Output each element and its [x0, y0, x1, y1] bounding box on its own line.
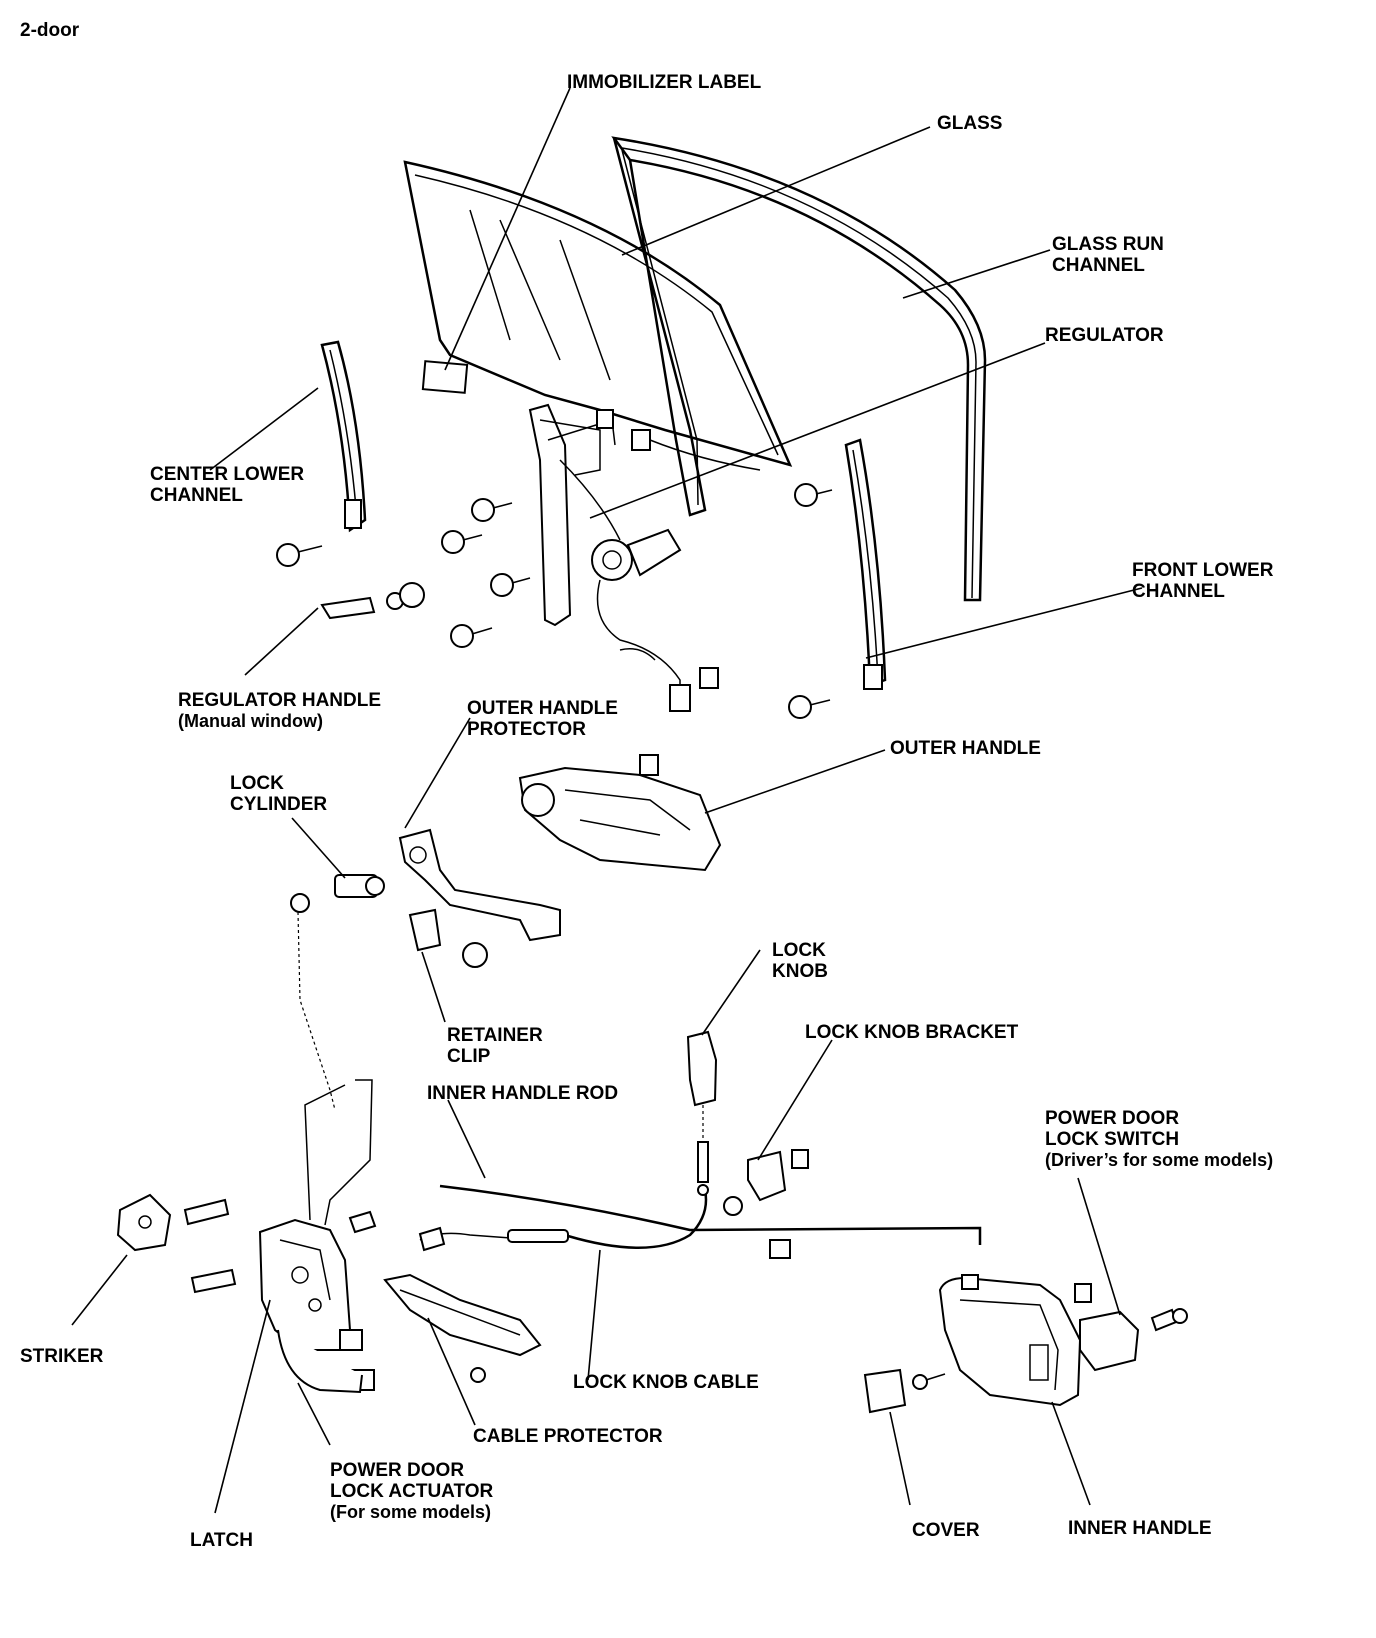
label-glass-run-channel-line1: GLASS RUN: [1052, 234, 1164, 255]
label-inner-handle: INNER HANDLE: [1068, 1518, 1212, 1539]
label-outer-handle-protector-line1: OUTER HANDLE: [467, 698, 618, 719]
immobilizer-label-part: [421, 360, 469, 394]
cable-protector-part: [383, 1273, 542, 1383]
label-center-lower-channel-line1: CENTER LOWER: [150, 464, 305, 485]
label-power-door-lock-switch-line3: (Driver’s for some models): [1045, 1150, 1274, 1170]
center-lower-channel-part: [320, 340, 367, 533]
leader-lines: [71, 87, 1143, 1514]
inner-handle-part: [938, 1274, 1082, 1407]
label-regulator-handle: REGULATOR HANDLE (Manual window): [178, 690, 381, 732]
outer-handle-part: [518, 754, 722, 872]
label-inner-handle-rod: INNER HANDLE ROD: [427, 1083, 619, 1104]
label-center-lower-channel-line2: CHANNEL: [150, 485, 243, 506]
striker-part: [116, 1193, 237, 1294]
front-lower-channel-part: [844, 438, 887, 690]
glass-run-channel-part: [611, 136, 987, 602]
label-power-door-lock-switch: POWER DOOR LOCK SWITCH (Driver’s for som…: [1045, 1108, 1273, 1171]
regulator-handle-part: [320, 582, 425, 620]
label-lock-knob-bracket: LOCK KNOB BRACKET: [805, 1022, 1019, 1043]
label-cover: COVER: [912, 1520, 980, 1541]
lock-cylinder-part: [290, 874, 385, 913]
label-front-lower-channel: FRONT LOWER CHANNEL: [1132, 560, 1273, 602]
label-striker: STRIKER: [20, 1346, 104, 1367]
label-lock-knob-line2: KNOB: [772, 961, 828, 982]
label-retainer-clip-line2: CLIP: [447, 1046, 491, 1067]
label-regulator-handle-line2: (Manual window): [178, 711, 323, 731]
label-glass-run-channel: GLASS RUN CHANNEL: [1052, 234, 1164, 276]
diagram-title: 2-door: [20, 20, 80, 41]
label-center-lower-channel: CENTER LOWER CHANNEL: [150, 464, 304, 506]
label-retainer-clip-line1: RETAINER: [447, 1025, 543, 1046]
label-lock-cylinder-line2: CYLINDER: [230, 794, 328, 815]
label-lock-knob: LOCK KNOB: [772, 940, 828, 982]
lock-knob-cable-part: [418, 1189, 708, 1252]
label-lock-cylinder-line1: LOCK: [230, 773, 284, 794]
label-power-door-lock-actuator: POWER DOOR LOCK ACTUATOR (For some model…: [330, 1460, 493, 1523]
label-latch: LATCH: [190, 1530, 253, 1551]
label-front-lower-channel-line1: FRONT LOWER: [1132, 560, 1274, 581]
label-outer-handle-protector: OUTER HANDLE PROTECTOR: [467, 698, 618, 740]
label-glass: GLASS: [937, 113, 1003, 134]
label-immobilizer-label: IMMOBILIZER LABEL: [567, 72, 762, 93]
label-front-lower-channel-line2: CHANNEL: [1132, 581, 1225, 602]
lock-knob-bracket-part: [723, 1149, 809, 1259]
latch-part: [258, 1079, 375, 1394]
inner-handle-rod-part: [439, 1184, 982, 1245]
label-power-door-lock-switch-line1: POWER DOOR: [1045, 1108, 1180, 1129]
lock-knob-part: [686, 1030, 718, 1196]
label-outer-handle: OUTER HANDLE: [890, 738, 1041, 759]
label-lock-knob-line1: LOCK: [772, 940, 826, 961]
power-door-lock-actuator-part: [277, 1329, 363, 1394]
label-glass-run-channel-line2: CHANNEL: [1052, 255, 1145, 276]
label-power-door-lock-switch-line2: LOCK SWITCH: [1045, 1129, 1180, 1150]
lock-rod-dash: [297, 911, 336, 1111]
label-regulator: REGULATOR: [1045, 325, 1164, 346]
cover-part: [863, 1368, 946, 1414]
outer-handle-protector-part: [398, 828, 561, 968]
label-power-door-lock-actuator-line2: LOCK ACTUATOR: [330, 1481, 494, 1502]
power-door-lock-switch-part: [1074, 1283, 1188, 1372]
label-lock-knob-cable: LOCK KNOB CABLE: [573, 1372, 759, 1393]
label-regulator-handle-line1: REGULATOR HANDLE: [178, 690, 382, 711]
bolts: [276, 483, 833, 719]
regulator-part: [528, 403, 761, 712]
label-lock-cylinder: LOCK CYLINDER: [230, 773, 327, 815]
label-retainer-clip: RETAINER CLIP: [447, 1025, 543, 1067]
label-power-door-lock-actuator-line1: POWER DOOR: [330, 1460, 465, 1481]
label-outer-handle-protector-line2: PROTECTOR: [467, 719, 586, 740]
label-cable-protector: CABLE PROTECTOR: [473, 1426, 663, 1447]
label-power-door-lock-actuator-line3: (For some models): [330, 1502, 492, 1522]
glass-part: [403, 160, 793, 467]
